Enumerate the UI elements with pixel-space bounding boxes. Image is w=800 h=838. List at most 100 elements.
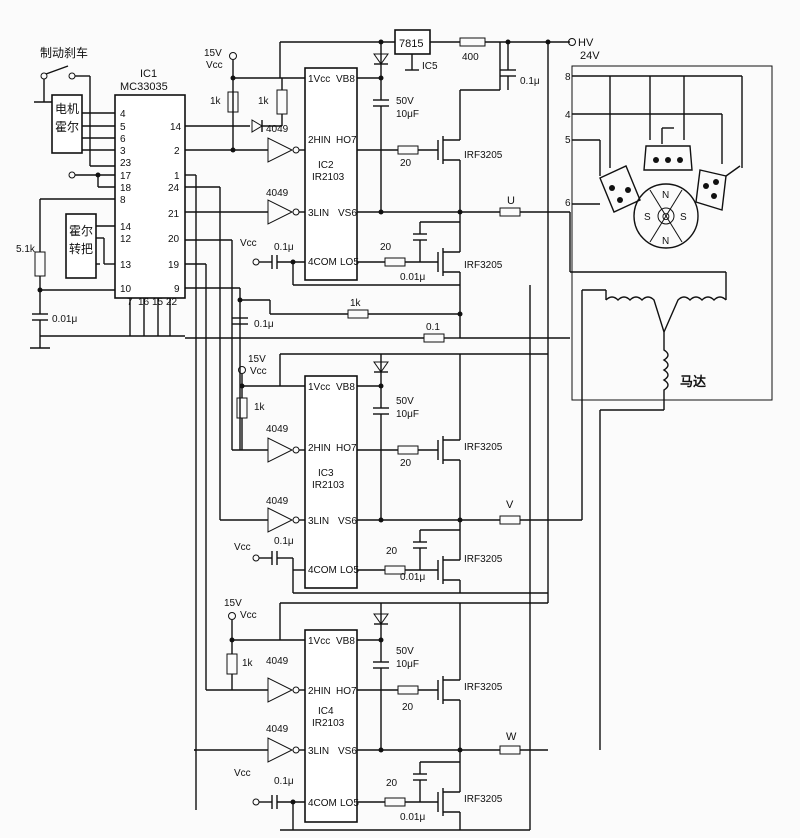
ic3-gate-res-high: 20 xyxy=(400,458,412,469)
ic4-pin-lo: LO5 xyxy=(340,798,359,809)
ic3-part: IR2103 xyxy=(312,480,345,491)
ic2-vcc-source: 15V Vcc 1k xyxy=(185,48,280,153)
ic2-pin-ho: HO7 xyxy=(336,135,357,146)
ic4-gate-res-high: 20 xyxy=(402,702,414,713)
hv-resistor-400: 400 xyxy=(459,37,486,63)
ic3-vcc-cap-label: 0.1μ xyxy=(274,536,294,547)
ic1-pin-1: 1 xyxy=(174,171,180,182)
ic4-mosfet-low: IRF3205 xyxy=(464,794,503,805)
pin17-terminal xyxy=(68,171,115,188)
ic4-mosfet-high: IRF3205 xyxy=(464,682,503,693)
hv-cap-label: 0.1μ xyxy=(520,76,540,87)
ic2-pin-vcc: 1Vcc xyxy=(308,74,330,85)
hall-handle-label-line1: 霍尔 xyxy=(69,223,93,238)
ic3-bootcap-value: 10μF xyxy=(396,409,419,420)
ic3-phase-label: V xyxy=(506,499,514,511)
ic4-gate-res-low: 20 xyxy=(386,778,398,789)
ic1-pin-23: 23 xyxy=(120,158,132,169)
ic4-vcc-label: Vcc xyxy=(240,610,257,621)
r-5k1-label: 5.1k xyxy=(16,244,36,255)
ic2-vcc-label: Vcc xyxy=(206,60,223,71)
ic2-gate-res-low: 20 xyxy=(380,242,392,253)
regulator-name-label: IC5 xyxy=(422,61,438,72)
driver-stage-ic4: 1Vcc VB8 2HIN HO7 IC4 IR2103 3LIN VS6 4C… xyxy=(194,603,548,831)
sense-r-label: 0.1 xyxy=(426,322,440,333)
ic1-pin-18: 18 xyxy=(120,183,132,194)
ic2-inv-hin-label: 4049 xyxy=(266,124,289,135)
ic2-mosfet-high: IRF3205 xyxy=(464,150,503,161)
ic3-gate-res-low: 20 xyxy=(386,546,398,557)
ic3-inv-hin-label: 4049 xyxy=(266,424,289,435)
rotor-pole-s-right: S xyxy=(680,212,687,223)
ic2-part: IR2103 xyxy=(312,172,345,183)
ic2-15v-label: 15V xyxy=(204,48,222,59)
r-1k-ic2-label: 1k xyxy=(210,96,222,107)
hall-throttle-handle: 霍尔 转把 xyxy=(65,213,115,279)
ic3-name: IC3 xyxy=(318,468,334,479)
hall-handle-label-line2: 转把 xyxy=(69,241,93,256)
ic4-pin-hin: 2HIN xyxy=(308,686,331,697)
ic3-pin-com: 4COM xyxy=(308,565,337,576)
ic4-pin-ho: HO7 xyxy=(336,686,357,697)
ic2-mosfet-low: IRF3205 xyxy=(464,260,503,271)
ic1-pin-24: 24 xyxy=(168,183,180,194)
ic1-left-timing-network: 5.1k 0.01μ xyxy=(16,198,185,349)
ic4-inv-lin-label: 4049 xyxy=(266,724,289,735)
ic1-mc33035: IC1 MC33035 4 5 6 3 23 17 18 8 14 12 13 … xyxy=(114,68,186,336)
ic3-pin-lin: 3LIN xyxy=(308,516,329,527)
ic2-bootcap-voltage: 50V xyxy=(396,96,414,107)
ic4-pin-vb: VB8 xyxy=(336,636,355,647)
cap-001-label: 0.01μ xyxy=(52,314,77,325)
ic1-to-driver-routing xyxy=(185,174,548,831)
ic3-pin-ho: HO7 xyxy=(336,443,357,454)
ic3-pin-vs: VS6 xyxy=(338,516,357,527)
motor-hall-label-line1: 电机 xyxy=(55,102,79,116)
ic4-vcc-source: 15V Vcc 1k xyxy=(185,263,280,691)
ic4-inv-hin-label: 4049 xyxy=(266,656,289,667)
regulator-part-label: 7815 xyxy=(399,38,423,50)
regulator-7815: 7815 IC5 xyxy=(394,29,438,72)
motor-pin-8: 8 xyxy=(565,72,571,83)
ic4-pin-lin: 3LIN xyxy=(308,746,329,757)
rotor-pole-o: O xyxy=(662,212,670,223)
rotor-pole-n-bottom: N xyxy=(662,236,669,247)
ic4-pin-vs: VS6 xyxy=(338,746,357,757)
rotor-pole-s-left: S xyxy=(644,212,651,223)
ic1-pin-14r: 14 xyxy=(170,122,182,133)
ic4-pin-vcc: 1Vcc xyxy=(308,636,330,647)
ic2-vcc-cap-vcc: Vcc xyxy=(240,238,257,249)
ic1-pin-13: 13 xyxy=(120,260,132,271)
ic2-bootcap-value: 10μF xyxy=(396,109,419,120)
ic1-pin-10: 10 xyxy=(120,284,132,295)
motor-pin-5: 5 xyxy=(565,135,571,146)
ic1-pin-22: 22 xyxy=(166,297,178,308)
current-sense-network: 0.1μ 1k 0.1 xyxy=(185,287,570,450)
motor-pin-4: 4 xyxy=(565,110,571,121)
ic3-vcc-cap-vcc: Vcc xyxy=(234,542,251,553)
ic3-vcc-label: Vcc xyxy=(250,366,267,377)
ic4-bootcap-voltage: 50V xyxy=(396,646,414,657)
ic4-phase-label: W xyxy=(506,731,517,743)
ic3-mosfet-high: IRF3205 xyxy=(464,442,503,453)
ic1-pin-2: 2 xyxy=(174,146,180,157)
hv-label: HV xyxy=(578,37,594,49)
r-1k-ic4-label: 1k xyxy=(242,658,254,669)
ic1-pin-20: 20 xyxy=(168,234,180,245)
ic1-pin-17: 17 xyxy=(120,171,132,182)
motor-pin-6: 6 xyxy=(565,198,571,209)
ic3-vcc-source: 15V Vcc 1k xyxy=(185,239,548,451)
ic2-inv-lin-label: 4049 xyxy=(266,188,289,199)
ic2-pin-hin: 2HIN xyxy=(308,135,331,146)
ic1-part-label: MC33035 xyxy=(120,81,168,93)
hv-voltage-label: 24V xyxy=(580,50,600,62)
hv-bypass-capacitor: 0.1μ xyxy=(500,39,540,90)
motor-hall-label-line2: 霍尔 xyxy=(55,119,79,134)
ic4-pin-com: 4COM xyxy=(308,798,337,809)
ic2-pin-vs: VS6 xyxy=(338,208,357,219)
ic1-pin-14l: 14 xyxy=(120,222,132,233)
ic3-cap-low: 0.01μ xyxy=(400,572,425,583)
ic4-name: IC4 xyxy=(318,706,334,717)
ic1-output-led-network: 1k xyxy=(185,78,288,133)
ic2-gate-res-high: 20 xyxy=(400,158,412,169)
ic2-name: IC2 xyxy=(318,160,334,171)
